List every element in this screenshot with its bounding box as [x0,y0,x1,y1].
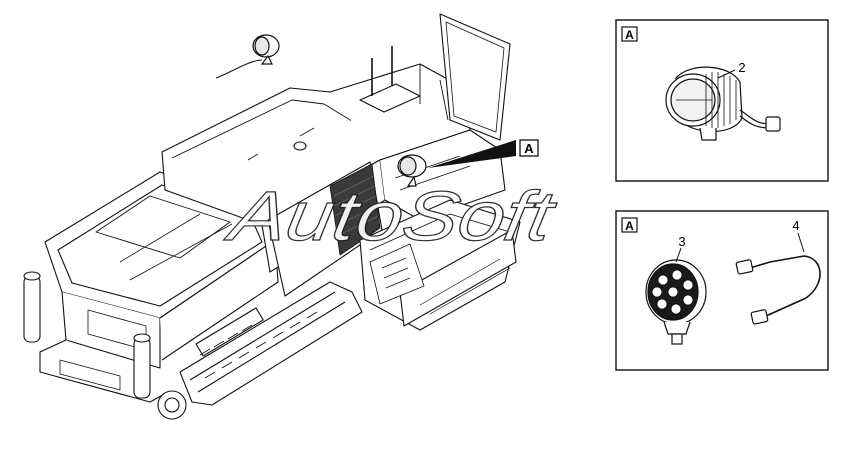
push-rollers [23,271,187,420]
connector-cable [735,255,821,325]
work-lamp-cab [397,154,427,187]
detail-top-label: A [625,28,634,42]
oval-work-lamp [665,66,781,141]
round-led-lamp [645,259,707,345]
detail-box-bottom: A 3 4 [615,210,829,371]
part-number-3: 3 [678,234,685,249]
detail-box-top: A 2 [615,19,829,182]
part-number-2: 2 [738,60,745,75]
screed-unit [359,199,521,331]
paver-machine-drawing [23,13,521,420]
lamp-cable [215,59,263,79]
part-number-4: 4 [792,218,799,233]
crawler-track [179,281,363,406]
callout-box [519,139,539,157]
callout-leader [428,140,516,168]
detail-bottom-label: A [625,219,634,233]
work-lamp-top [252,34,280,65]
watermark-text: AutoSoft [220,176,563,254]
callout-label: A [524,141,534,156]
leader-4 [797,232,805,253]
leader-2 [717,69,736,79]
side-grille-panel [267,161,383,297]
operator-platform [329,13,511,221]
leader-3 [675,247,682,263]
